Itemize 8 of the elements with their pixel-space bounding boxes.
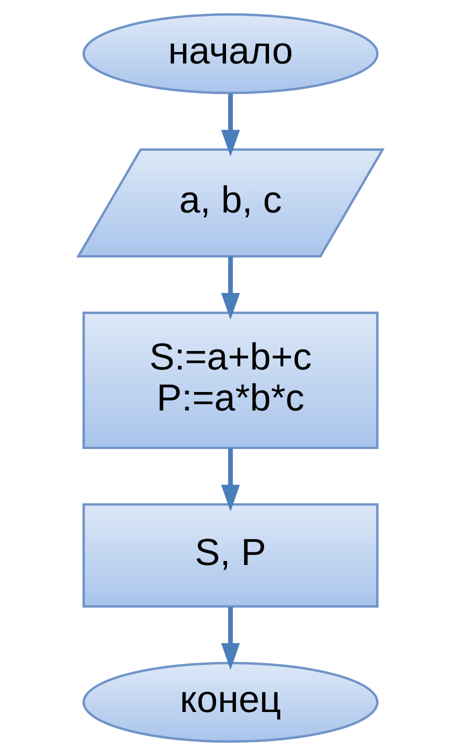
arrow (220, 606, 240, 670)
arrow (220, 94, 240, 157)
arrow (220, 256, 240, 320)
node-ellipse: начало (82, 13, 378, 94)
node-box: S, P (82, 503, 378, 608)
arrow (220, 448, 240, 512)
node-ellipse: конец (82, 662, 378, 743)
node-box: S:=a+b+c P:=a*b*c (82, 312, 378, 450)
